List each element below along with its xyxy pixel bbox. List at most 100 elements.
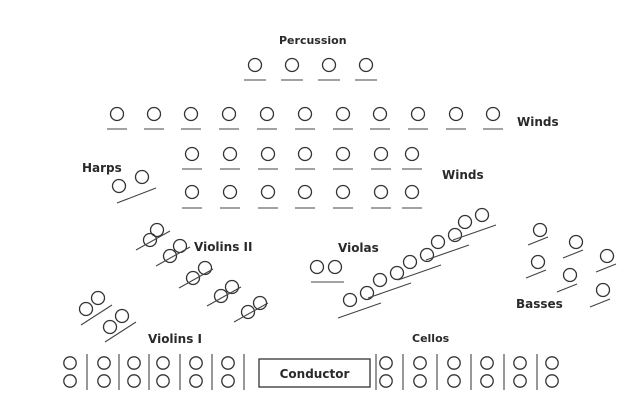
music-stand [397, 264, 442, 281]
cello-seat [545, 356, 559, 370]
bass-seat [595, 282, 611, 298]
winds-seat [297, 184, 313, 200]
winds-label-top: Winds [517, 115, 559, 129]
violin-i-seat [189, 356, 203, 370]
winds-seat [184, 184, 200, 200]
violas-label: Violas [338, 241, 379, 255]
winds-seat [222, 146, 238, 162]
percussion-label: Percussion [279, 34, 347, 47]
winds-seat [335, 184, 351, 200]
winds-seat [184, 146, 200, 162]
conductor-podium [258, 358, 371, 388]
violins-i-label: Violins I [148, 332, 202, 346]
percussion-seat [358, 57, 374, 73]
viola-seat [342, 292, 358, 308]
viola-seat [430, 234, 446, 250]
harp-seat [111, 178, 127, 194]
violin-i-seat [97, 374, 111, 388]
violin-i-seat [221, 356, 235, 370]
viola-seat [419, 247, 435, 263]
winds-seat [404, 146, 420, 162]
cello-seat [513, 374, 527, 388]
seats-layer [63, 57, 617, 390]
music-stand [589, 298, 611, 308]
percussion-seat [247, 57, 263, 73]
bass-seat [562, 267, 578, 283]
music-stand [527, 236, 549, 246]
violin-i-seat [102, 319, 118, 335]
cello-seat [447, 374, 461, 388]
violin-i-seat [127, 356, 141, 370]
cello-seat [545, 374, 559, 388]
violin-i-seat [90, 290, 106, 306]
cello-seat [413, 356, 427, 370]
violin-ii-seat [197, 260, 213, 276]
winds-label-middle: Winds [442, 168, 484, 182]
winds-seat [297, 146, 313, 162]
bass-seat [532, 222, 548, 238]
winds-seat [183, 106, 199, 122]
violin-ii-seat [252, 295, 268, 311]
winds-seat [404, 184, 420, 200]
violin-i-seat [221, 374, 235, 388]
viola-seat [447, 227, 463, 243]
violin-i-seat [63, 374, 77, 388]
violin-ii-seat [149, 222, 165, 238]
percussion-seat [321, 57, 337, 73]
cello-seat [513, 356, 527, 370]
music-stand [367, 282, 412, 299]
violin-i-seat [78, 301, 94, 317]
violin-i-seat [156, 374, 170, 388]
music-stand [178, 268, 214, 289]
music-stand [104, 321, 137, 343]
winds-seat [373, 146, 389, 162]
cello-seat [379, 356, 393, 370]
violin-i-seat [127, 374, 141, 388]
music-stand [155, 246, 191, 267]
viola-seat [389, 265, 405, 281]
viola-seat [372, 272, 388, 288]
music-stand [116, 187, 157, 204]
winds-seat [448, 106, 464, 122]
viola-seat [309, 259, 325, 275]
viola-seat [359, 285, 375, 301]
bass-seat [530, 254, 546, 270]
violin-i-seat [189, 374, 203, 388]
winds-seat [372, 106, 388, 122]
percussion-seat [284, 57, 300, 73]
violin-i-seat [63, 356, 77, 370]
cellos-label: Cellos [412, 332, 450, 345]
winds-seat [221, 106, 237, 122]
winds-seat [146, 106, 162, 122]
winds-seat [410, 106, 426, 122]
cello-seat [480, 356, 494, 370]
winds-seat [222, 184, 238, 200]
music-stand [562, 249, 584, 259]
cello-seat [413, 374, 427, 388]
harp-seat [134, 169, 150, 185]
violin-ii-seat [240, 304, 256, 320]
violin-ii-seat [162, 248, 178, 264]
violins-ii-label: Violins II [194, 240, 252, 254]
winds-seat [335, 146, 351, 162]
violin-i-seat [97, 356, 111, 370]
music-stand [425, 244, 470, 261]
winds-seat [260, 184, 276, 200]
music-stand [80, 304, 113, 326]
winds-seat [297, 106, 313, 122]
bass-seat [599, 248, 615, 264]
harps-label: Harps [82, 161, 122, 175]
cello-seat [480, 374, 494, 388]
violin-ii-seat [224, 279, 240, 295]
violin-ii-seat [213, 288, 229, 304]
music-stand [595, 263, 617, 273]
winds-seat [259, 106, 275, 122]
music-stand [233, 302, 269, 323]
conductor-label: Conductor [280, 367, 350, 381]
violin-i-seat [156, 356, 170, 370]
cello-seat [379, 374, 393, 388]
cello-seat [447, 356, 461, 370]
viola-seat [457, 214, 473, 230]
music-stand [206, 286, 242, 307]
